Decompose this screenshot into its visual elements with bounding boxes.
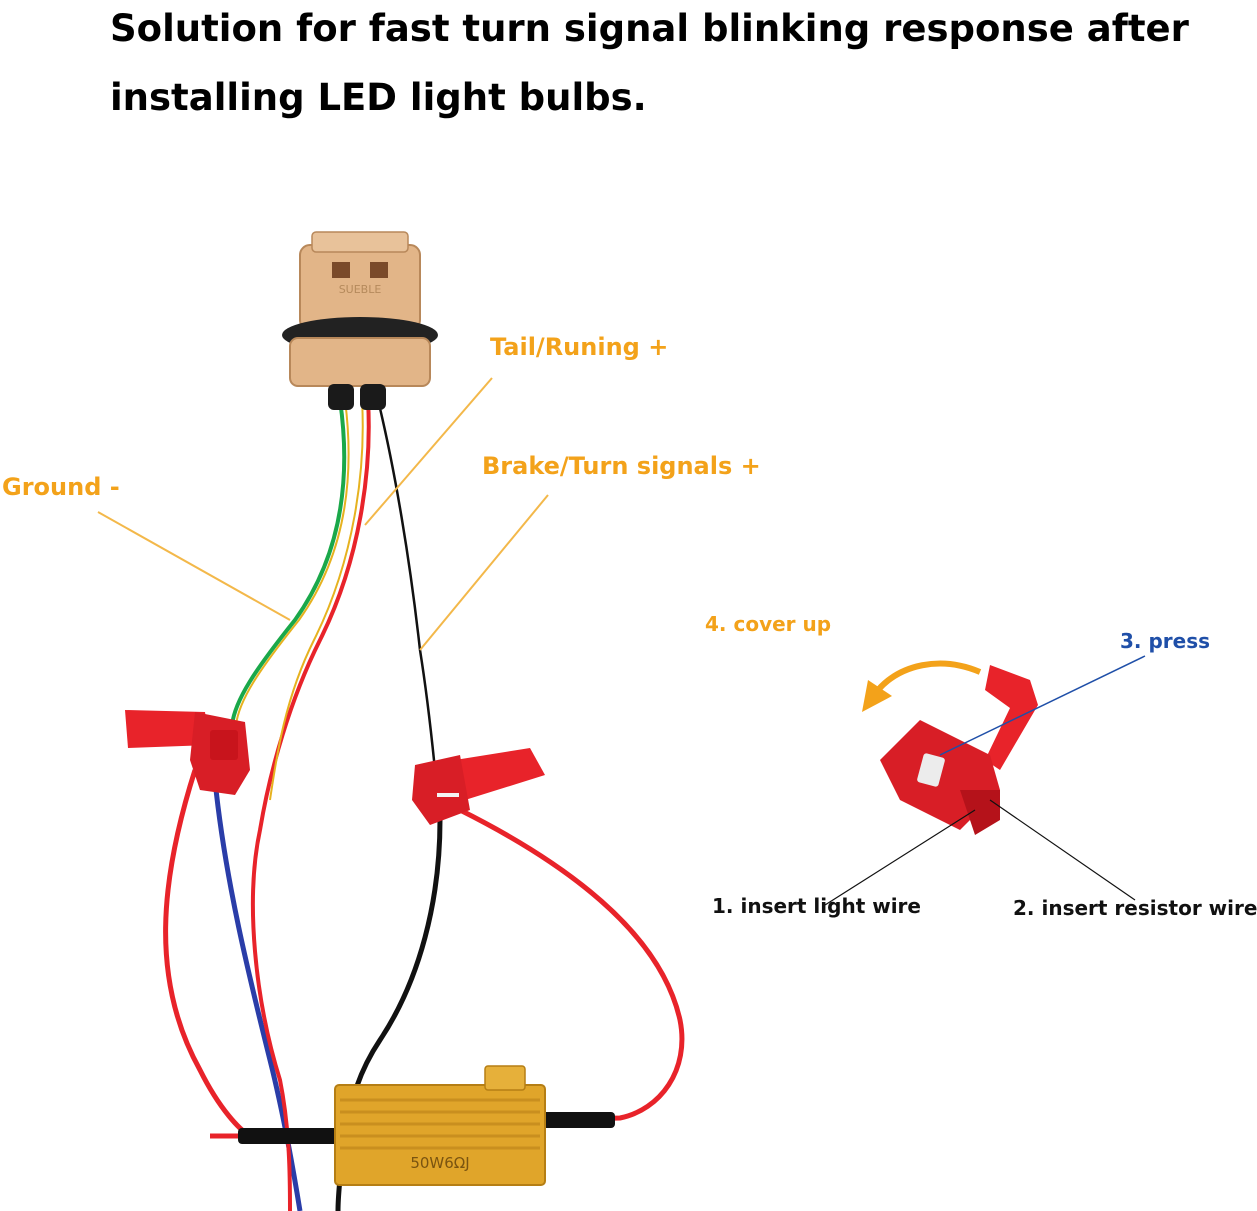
connector-left — [125, 710, 250, 795]
connector-detail — [880, 665, 1038, 835]
red-wire-left — [163, 769, 252, 1139]
tail-running-label: Tail/Runing + — [490, 333, 669, 361]
leader-ground — [97, 511, 291, 621]
tail-wire — [250, 399, 371, 1211]
cover-up-arrowhead — [862, 680, 892, 712]
tail-wire-yellow — [269, 399, 364, 801]
ground-label: Ground - — [2, 473, 120, 501]
resistor-mark: 50W6ΩJ — [410, 1154, 469, 1172]
ground-wire — [230, 399, 347, 726]
cover-up-label: 4. cover up — [705, 612, 832, 636]
cover-up-arrow — [875, 660, 982, 693]
insert-resistor-label: 2. insert resistor wire — [1013, 896, 1257, 920]
press-label: 3. press — [1120, 629, 1211, 653]
page-title: Solution for fast turn signal blinking r… — [110, 7, 1189, 119]
leader-insert-light — [824, 809, 976, 906]
leader-press — [939, 655, 1146, 756]
blue-wire — [212, 779, 303, 1211]
ground-wire-stripe — [235, 399, 350, 726]
insert-light-label: 1. insert light wire — [712, 894, 921, 918]
leader-brake — [419, 494, 549, 651]
leader-tail — [364, 377, 493, 526]
red-wire-right — [458, 807, 685, 1123]
connector-right — [412, 748, 545, 825]
heat-shrink-right — [540, 1112, 615, 1128]
brake-turn-label: Brake/Turn signals + — [482, 452, 761, 480]
heat-shrink-left — [238, 1128, 338, 1144]
socket-mark: SUEBLE — [339, 283, 382, 296]
brake-wire — [376, 399, 437, 771]
bulb-socket: SUEBLE — [282, 231, 438, 410]
leader-insert-resistor — [989, 799, 1136, 901]
load-resistor: 50W6ΩJ — [334, 1065, 546, 1186]
